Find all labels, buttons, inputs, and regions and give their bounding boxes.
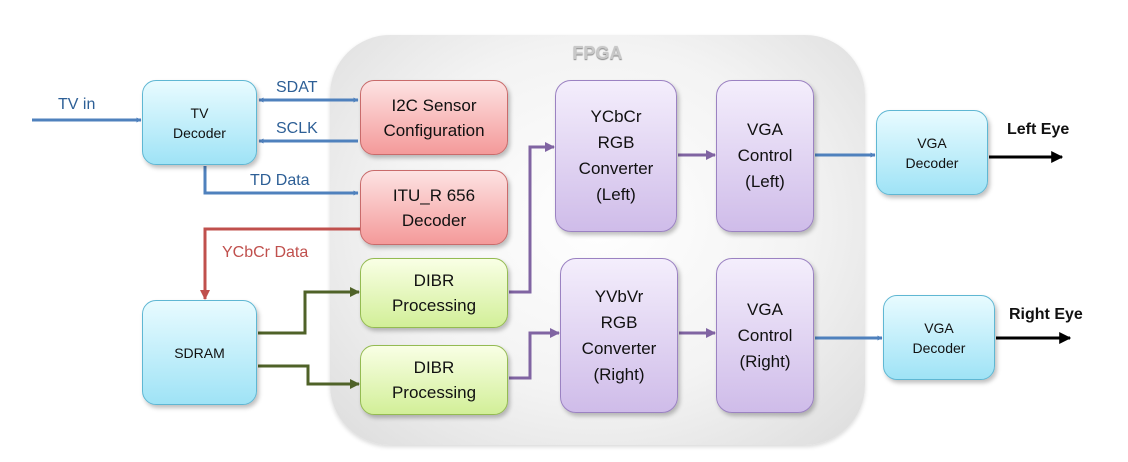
i2c-sensor-configuration-block: I2C Sensor Configuration [360, 80, 508, 155]
yvbvr-rgb-converter-right-block: YVbVr RGB Converter (Right) [560, 258, 678, 413]
tv-in-label: TV in [58, 96, 96, 113]
dibr-top-to-left-converter-wire [509, 142, 555, 294]
td-data-wire [203, 166, 359, 196]
fpga-title: FPGA [572, 43, 623, 63]
dibr-bottom-to-right-converter-wire [509, 328, 560, 380]
ycbcr-data-wire [200, 227, 360, 300]
dibr-processing-bottom-block: DIBR Processing [360, 345, 508, 415]
ycbcr-rgb-converter-left-block: YCbCr RGB Converter (Left) [555, 80, 677, 232]
left-eye-label: Left Eye [1007, 121, 1070, 138]
sclk-label: SCLK [276, 120, 318, 137]
dibr-processing-top-block: DIBR Processing [360, 258, 508, 328]
vga-control-left-block: VGA Control (Left) [716, 80, 814, 232]
sdat-label: SDAT [276, 79, 318, 96]
itu-r-656-decoder-block: ITU_R 656 Decoder [360, 170, 508, 245]
vga-control-right-block: VGA Control (Right) [716, 258, 814, 413]
sdram-to-dibr-top-wire [258, 287, 360, 335]
sdram-block: SDRAM [142, 300, 257, 405]
td-data-label: TD Data [250, 172, 310, 189]
ycbcr-data-label: YCbCr Data [222, 244, 309, 261]
tv-decoder-block: TV Decoder [142, 80, 257, 165]
vga-decoder-right-block: VGA Decoder [883, 295, 995, 380]
vga-decoder-left-block: VGA Decoder [876, 110, 988, 195]
sdram-to-dibr-bottom-wire [258, 364, 360, 389]
right-eye-label: Right Eye [1009, 306, 1083, 323]
